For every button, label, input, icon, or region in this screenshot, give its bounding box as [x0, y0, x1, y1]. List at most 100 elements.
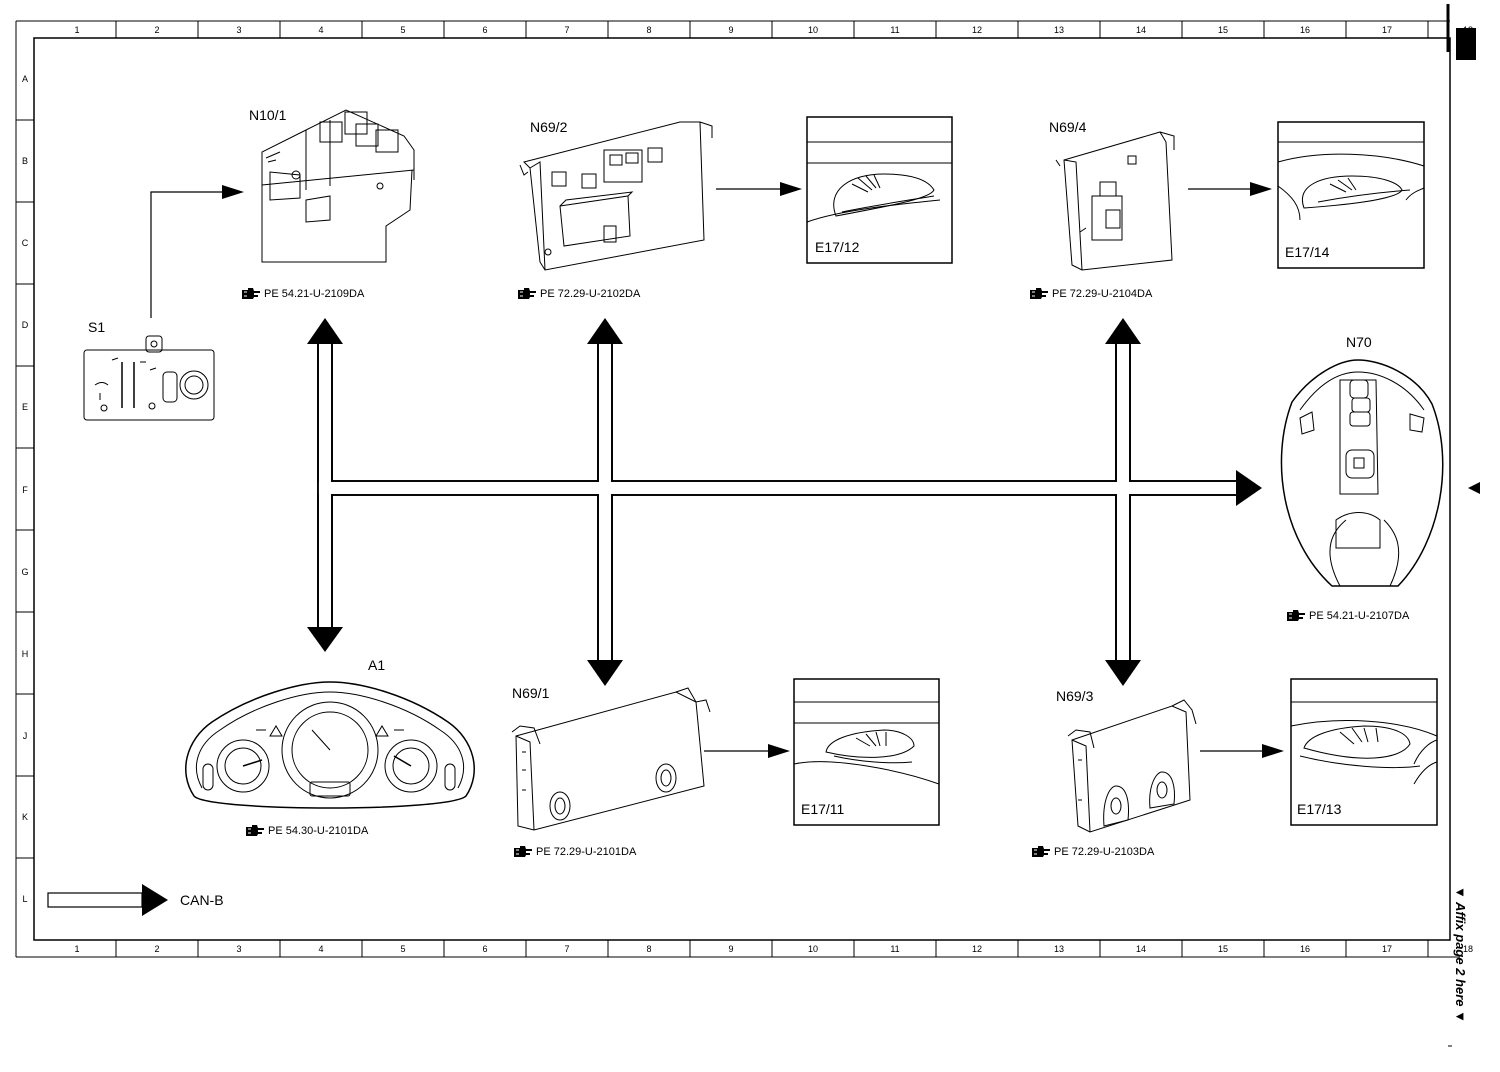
row-label: L — [22, 894, 27, 904]
col-label: 15 — [1218, 944, 1228, 954]
a1-label: A1 — [368, 657, 385, 673]
col-label: 18 — [1463, 25, 1473, 35]
grid-row-labels: A B C D E F G H J K L — [21, 74, 28, 904]
row-label: E — [22, 402, 28, 412]
row-label: C — [22, 238, 29, 248]
row-label: B — [22, 156, 28, 166]
pointing-hand-icon — [1286, 609, 1306, 622]
n69-3-label: N69/3 — [1056, 688, 1094, 704]
e17-14-lamp: E17/14 — [1277, 121, 1425, 269]
e17-11-lamp: E17/11 — [793, 678, 940, 826]
col-label: 7 — [564, 25, 569, 35]
col-label: 16 — [1300, 944, 1310, 954]
e17-13-label: E17/13 — [1297, 801, 1342, 817]
pointing-hand-icon — [245, 824, 265, 837]
col-label: 14 — [1136, 944, 1146, 954]
col-label: 8 — [646, 25, 651, 35]
col-label: 7 — [564, 944, 569, 954]
col-label: 9 — [728, 944, 733, 954]
a1-ref: PE 54.30-U-2101DA — [268, 825, 369, 837]
e17-13-lamp: E17/13 — [1290, 678, 1438, 826]
col-label: 17 — [1382, 25, 1392, 35]
pointing-hand-icon — [241, 287, 261, 300]
bus-junctions — [318, 470, 1248, 510]
col-label: 4 — [318, 25, 323, 35]
n69-1-module: N69/1 PE 72.29-U-2101DA — [511, 685, 711, 858]
row-label: H — [22, 649, 29, 659]
s1-label: S1 — [88, 319, 105, 335]
signal-arrowheads — [222, 182, 1284, 758]
n10-1-ref: PE 54.21-U-2109DA — [264, 288, 365, 300]
bus-junction-edges — [317, 343, 1238, 660]
can-b-bus — [317, 343, 1238, 660]
e17-11-label: E17/11 — [801, 801, 845, 817]
pointing-hand-icon — [513, 845, 533, 858]
grid-column-labels-top: 1 2 3 4 5 6 7 8 9 10 11 12 13 14 15 16 1… — [74, 25, 1473, 35]
col-label: 2 — [154, 944, 159, 954]
n69-4-module: N69/4 PE 72.29-U-2104DA — [1029, 119, 1175, 300]
row-label: J — [23, 731, 28, 741]
n70-overhead-panel: N70 PE 54.21-U-2107DA — [1280, 334, 1444, 622]
row-label: A — [22, 74, 28, 84]
col-label: 2 — [154, 25, 159, 35]
e17-14-label: E17/14 — [1285, 244, 1330, 260]
n69-3-ref: PE 72.29-U-2103DA — [1054, 846, 1155, 858]
n70-ref: PE 54.21-U-2107DA — [1309, 610, 1410, 622]
col-label: 10 — [808, 25, 818, 35]
row-label: D — [22, 320, 29, 330]
grid-column-ticks — [115, 21, 1429, 957]
n69-4-ref: PE 72.29-U-2104DA — [1052, 288, 1153, 300]
n10-1-label: N10/1 — [249, 107, 287, 123]
legend: CAN-B — [47, 884, 224, 916]
n69-1-label: N69/1 — [512, 685, 550, 701]
row-label: K — [22, 812, 28, 822]
col-label: 10 — [808, 944, 818, 954]
col-label: 8 — [646, 944, 651, 954]
n69-2-module: N69/2 PE 72.29-U-2102DA — [517, 119, 713, 300]
col-label: 16 — [1300, 25, 1310, 35]
n69-2-ref: PE 72.29-U-2102DA — [540, 288, 641, 300]
n10-1-module: N10/1 PE 54.21-U-2109DA — [241, 107, 415, 300]
grid-row-ticks — [16, 119, 34, 859]
affix-page-note: ▼ Affix page 2 here ▼ — [1453, 886, 1468, 1023]
col-label: 12 — [972, 25, 982, 35]
signal-lines — [150, 188, 1262, 752]
pointing-hand-icon — [1029, 287, 1049, 300]
pointing-hand-icon — [1031, 845, 1051, 858]
pointing-hand-icon — [517, 287, 537, 300]
a1-instrument-cluster: A1 PE 54.30-U-2101DA — [185, 657, 475, 837]
e17-12-label: E17/12 — [815, 239, 860, 255]
col-label: 13 — [1054, 944, 1064, 954]
n69-1-ref: PE 72.29-U-2101DA — [536, 846, 637, 858]
col-label: 1 — [74, 944, 79, 954]
grid-column-labels-bottom: 1 2 3 4 5 6 7 8 9 10 11 12 13 14 15 16 1… — [74, 944, 1473, 954]
col-label: 3 — [236, 25, 241, 35]
n69-2-label: N69/2 — [530, 119, 568, 135]
col-label: 18 — [1463, 944, 1473, 954]
col-label: 17 — [1382, 944, 1392, 954]
e17-12-lamp: E17/12 — [806, 116, 953, 264]
row-label: G — [21, 567, 28, 577]
col-label: 5 — [400, 944, 405, 954]
col-label: 13 — [1054, 25, 1064, 35]
col-label: 15 — [1218, 25, 1228, 35]
col-label: 11 — [890, 25, 899, 35]
col-label: 9 — [728, 25, 733, 35]
col-label: 14 — [1136, 25, 1146, 35]
col-label: 12 — [972, 944, 982, 954]
col-label: 6 — [482, 25, 487, 35]
col-label: 3 — [236, 944, 241, 954]
s1-light-switch: S1 — [83, 319, 215, 421]
n70-label: N70 — [1346, 334, 1372, 350]
n69-3-module: N69/3 PE 72.29-U-2103DA — [1031, 688, 1197, 858]
col-label: 4 — [318, 944, 323, 954]
legend-label: CAN-B — [180, 892, 224, 908]
sheet-frame — [15, 4, 1476, 958]
row-label: F — [22, 485, 28, 495]
col-label: 11 — [890, 944, 899, 954]
continuation-marker — [1468, 482, 1480, 494]
col-label: 5 — [400, 25, 405, 35]
col-label: 1 — [74, 25, 79, 35]
bus-arrowheads — [307, 318, 1262, 686]
